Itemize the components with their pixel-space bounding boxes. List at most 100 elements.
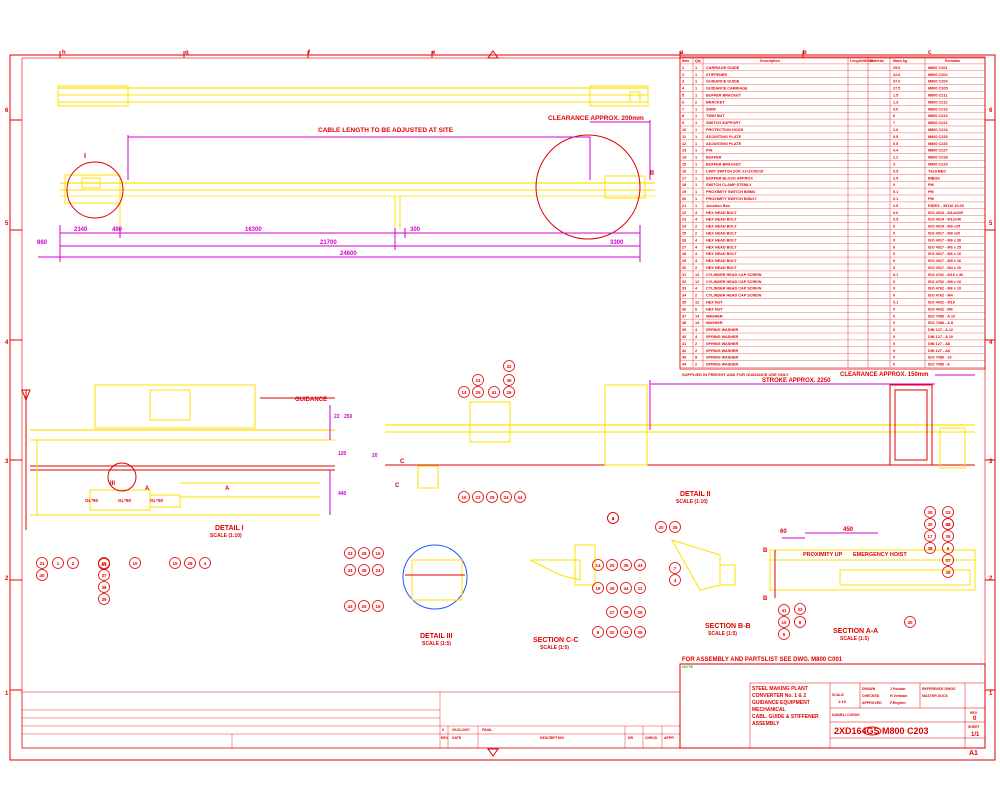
parts-row-rem: PM (928, 190, 934, 194)
balloon-number: 42 (506, 364, 512, 369)
parts-row-mass: 0 (893, 245, 895, 249)
parts-row-rem: M800 C213 (928, 107, 948, 111)
dim-300: 300 (410, 227, 421, 233)
rev-header-dr: DR (628, 736, 634, 740)
parts-row-rem: M800 C224 (928, 128, 949, 132)
item-balloon (942, 530, 954, 542)
balloon-number: 10 (132, 561, 138, 566)
balloon-number: 32 (609, 630, 615, 635)
drawing-number: 2XD164GS M800 C203 (834, 726, 929, 736)
zone-1-right: 1 (989, 691, 993, 697)
section-a-scale: SCALE (1:5) (840, 636, 869, 642)
parts-row-no: 5 (682, 94, 684, 98)
detail-mark-II: II (650, 170, 654, 177)
dim-16300: 16300 (245, 227, 262, 233)
item-balloon (634, 626, 646, 638)
parts-header-cell: Qty (695, 59, 701, 63)
balloon-number: 4 (204, 561, 207, 566)
detail-2-scale: SCALE (1:10) (676, 499, 708, 505)
item-balloon (592, 626, 604, 638)
balloon-number: 39 (101, 597, 107, 602)
zone-c: c (928, 50, 932, 56)
item-balloon (98, 593, 110, 605)
balloon-number: 22 (475, 495, 481, 500)
project-line-6: ASSEMBLY (752, 721, 780, 727)
mark-A-right: A (225, 486, 230, 492)
parts-row-qty: 1 (695, 135, 697, 139)
parts-row-desc: SPRING WASHER (706, 356, 739, 360)
balloon-number: 38 (623, 610, 629, 615)
balloon-number: 23 (945, 522, 951, 527)
item-balloon (634, 606, 646, 618)
parts-row-desc: BUFFER BRACKET (706, 94, 742, 98)
parts-row-mass: 1.2 (893, 156, 898, 160)
parts-row-no: 2 (682, 73, 684, 77)
parts-row-mass: 0 (893, 349, 895, 353)
sheet-number: 1/1 (971, 732, 980, 738)
parts-row-qty: 1 (695, 197, 697, 201)
project-line-4: MECHANICAL (752, 707, 786, 713)
item-balloon (942, 566, 954, 578)
parts-row-rem: ISO 4762 - M6 x 10 (928, 287, 961, 291)
rev-header-appr: APPR (664, 736, 674, 740)
approved-label: APPROVED (862, 701, 882, 705)
parts-row-desc: ADJUSTING PLATE (706, 142, 742, 146)
parts-footnote: SUPPLIED IN FREIGHT AND FOR GUIDANCE USE… (682, 372, 789, 377)
parts-row-desc: ADJUSTING PLATE (706, 135, 742, 139)
rev-header-rev: REV (441, 736, 449, 740)
item-balloon (606, 582, 618, 594)
sheet-label: SHEET (968, 725, 981, 729)
item-balloon (36, 557, 48, 569)
label-gl80: GL*80 (118, 498, 132, 503)
item-balloon (794, 616, 806, 628)
parts-row-rem: TELEMEC (928, 169, 946, 173)
parts-row-desc: PROXIMITY SWITCH BI5M4 (706, 190, 756, 194)
balloon-number: 6 (783, 632, 786, 637)
parts-row-no: 18 (682, 183, 686, 187)
item-balloon (592, 559, 604, 571)
item-balloon (634, 582, 646, 594)
item-balloon (372, 564, 384, 576)
item-balloon (344, 547, 356, 559)
balloon-number: 36 (623, 563, 629, 568)
item-balloon (924, 518, 936, 530)
note-tag: NOTE (682, 664, 693, 669)
rev-entry-desc: FINAL (482, 728, 493, 732)
parts-row-rem: DIN 127 - A 12 (928, 328, 953, 332)
item-balloon (620, 626, 632, 638)
detail-iii-view (402, 544, 468, 610)
parts-row-no: 39 (682, 328, 686, 332)
item-balloon (358, 600, 370, 612)
item-balloon (372, 547, 384, 559)
parts-row-no: 23 (682, 218, 686, 222)
parts-row-qty: 1 (695, 107, 697, 111)
parts-row-rem: ISO 4032 - M10 (928, 301, 955, 305)
parts-row-no: 11 (682, 135, 686, 139)
parts-header-cell: Mass kg (893, 59, 907, 63)
balloon-number: 14 (461, 390, 467, 395)
item-balloon (778, 616, 790, 628)
parts-row-qty: 1 (695, 190, 697, 194)
parts-row-no: 28 (682, 252, 686, 256)
parts-row-qty: 14 (695, 321, 700, 325)
balloon-number: 4 (612, 516, 615, 521)
parts-row-no: 37 (682, 314, 686, 318)
balloon-number: 17 (927, 534, 933, 539)
item-balloon (634, 559, 646, 571)
parts-row-rem: M800 C228 (928, 156, 948, 160)
parts-row-mass: 0 (893, 266, 895, 270)
balloon-number: 31 (101, 562, 107, 567)
parts-row-desc: SPRING WASHER (706, 328, 739, 332)
zone-e: e (432, 50, 436, 56)
parts-header-cell: Description (760, 59, 780, 63)
balloon-number: 38 (101, 585, 107, 590)
detail-ii-labels: CLEARANCE APPROX. 150mm STROKE APPROX. 2… (395, 372, 928, 505)
parts-row-no: 25 (682, 232, 686, 236)
mark-C-bottom: C (395, 483, 400, 489)
parts-row-qty: 1 (695, 66, 697, 70)
balloon-number: 43 (347, 604, 353, 609)
parts-row-mass: 6 (893, 114, 895, 118)
balloon-number: 39 (945, 570, 951, 575)
parts-row-mass: 0 (893, 321, 895, 325)
